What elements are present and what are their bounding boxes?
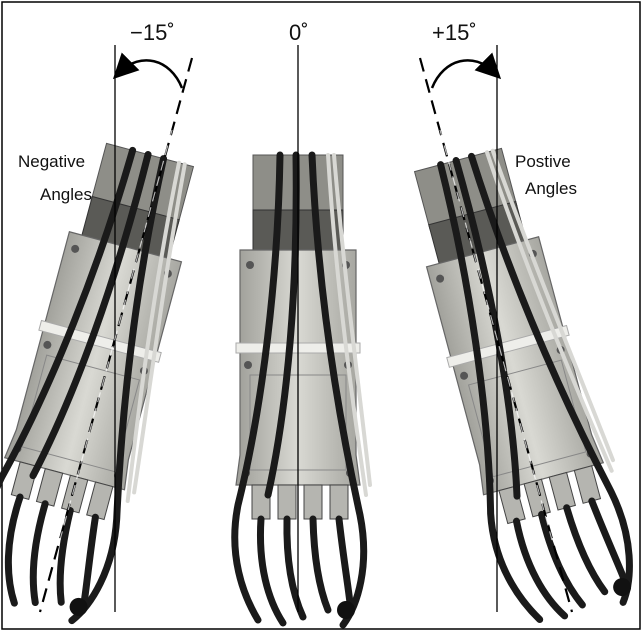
module-positive	[397, 141, 642, 630]
side-label-positive-line2: Angles	[525, 179, 577, 198]
side-label-negative-line2: Angles	[40, 185, 92, 204]
rotation-arrow-positive	[432, 60, 494, 88]
module-negative	[0, 139, 220, 628]
angle-label-negative: −15˚	[130, 20, 175, 45]
rotation-arrow-negative	[120, 60, 182, 88]
angle-label-zero: 0˚	[289, 20, 309, 45]
angle-label-positive: +15˚	[432, 20, 477, 45]
side-label-positive-line1: Postive	[515, 152, 571, 171]
module-zero	[235, 155, 370, 625]
side-label-negative-line1: Negative	[18, 152, 85, 171]
